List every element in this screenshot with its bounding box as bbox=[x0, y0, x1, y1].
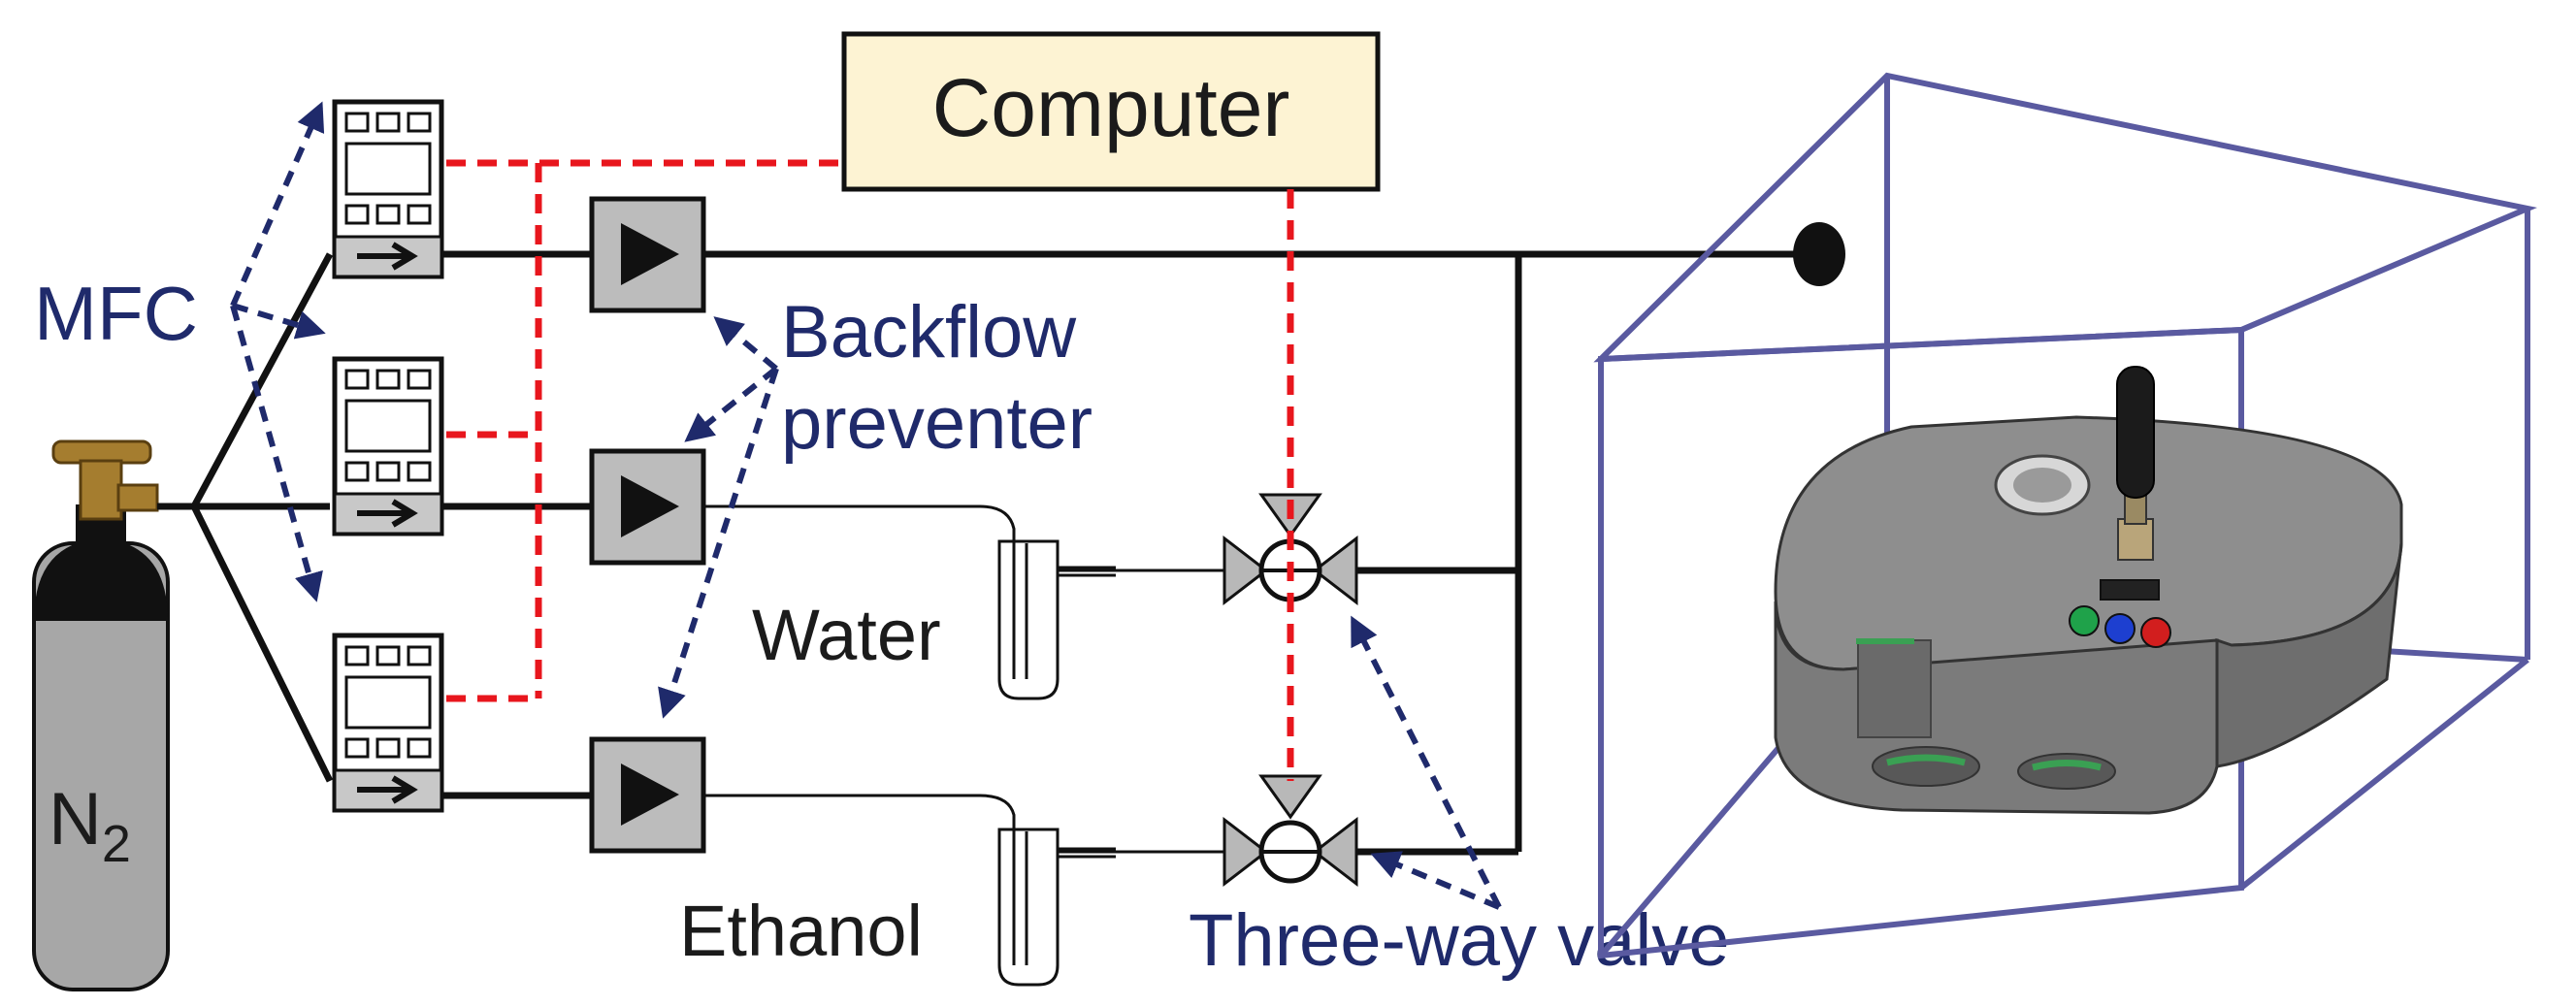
flow-arrow-icon bbox=[357, 499, 418, 528]
control-signals bbox=[446, 159, 1294, 781]
backflow-preventer-middle bbox=[589, 448, 706, 566]
sensor-device bbox=[1774, 366, 2403, 815]
flow-arrow-icon bbox=[357, 242, 418, 271]
mfc-label: MFC bbox=[34, 271, 198, 356]
blue-led-icon bbox=[2104, 613, 2136, 644]
three-way-valve-bottom bbox=[1223, 774, 1358, 888]
gas-lines bbox=[157, 222, 1845, 856]
backflow-label-line1: Backflow bbox=[781, 291, 1077, 374]
green-led-icon bbox=[2069, 605, 2100, 636]
n2-label: N2 bbox=[49, 778, 131, 873]
backflow-preventer-top bbox=[589, 196, 706, 313]
computer-box: Computer bbox=[841, 31, 1381, 192]
mfc-callouts bbox=[230, 101, 326, 602]
play-arrow-icon bbox=[621, 763, 679, 826]
backflow-label-line2: preventer bbox=[781, 382, 1092, 465]
valve-callouts bbox=[1351, 615, 1502, 910]
ethanol-label: Ethanol bbox=[679, 891, 923, 971]
mfc-bottom bbox=[332, 633, 444, 813]
play-arrow-icon bbox=[621, 475, 679, 537]
nitrogen-cylinder: N2 bbox=[32, 439, 170, 991]
play-arrow-icon bbox=[621, 223, 679, 285]
gas-outlet bbox=[1793, 222, 1845, 286]
backflow-callouts bbox=[658, 316, 779, 719]
antenna-icon bbox=[2116, 366, 2155, 561]
mfc-middle bbox=[332, 356, 444, 536]
three-way-valve-label: Three-way valve bbox=[1189, 899, 1730, 982]
flow-arrow-icon bbox=[357, 775, 418, 804]
ethanol-bubbler bbox=[979, 794, 1116, 987]
backflow-preventer-bottom bbox=[589, 736, 706, 854]
mfc-top bbox=[332, 99, 444, 279]
red-led-icon bbox=[2140, 617, 2171, 648]
water-bubbler bbox=[979, 504, 1116, 700]
water-label: Water bbox=[752, 595, 941, 675]
cylinder-valve-icon bbox=[51, 439, 159, 521]
computer-label: Computer bbox=[932, 62, 1290, 153]
